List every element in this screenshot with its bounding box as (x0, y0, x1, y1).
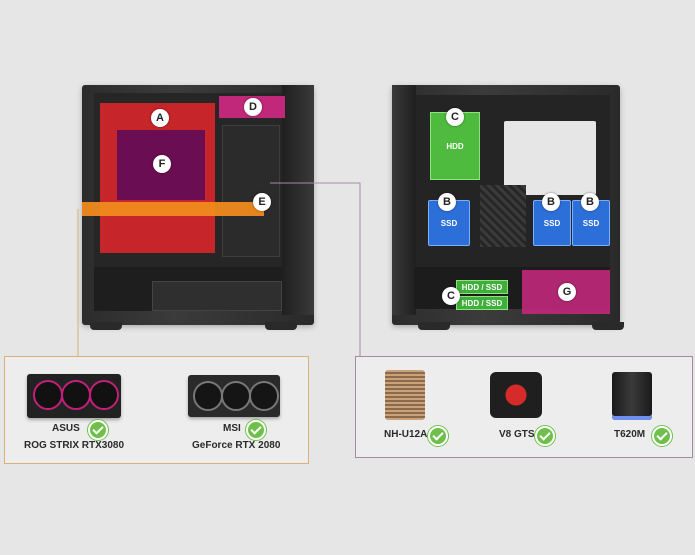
gpu-brand-1: ASUS (52, 423, 80, 434)
zone-b-ssd-text-2: SSD (543, 218, 561, 228)
check-icon (88, 420, 108, 440)
zone-b-marker-1: B (438, 193, 456, 211)
fan-icon (221, 381, 251, 411)
cooler-image-2 (490, 372, 542, 418)
right-case-foot-right (592, 322, 624, 330)
gpu-model-2: GeForce RTX 2080 (192, 440, 281, 451)
gpu-card-image-2 (188, 375, 280, 417)
zone-f-marker: F (153, 155, 171, 173)
left-case-psu (152, 281, 282, 311)
zone-c-bay-1-text: HDD / SSD (461, 282, 503, 292)
fan-icon (249, 381, 279, 411)
cooler-image-3 (612, 372, 652, 420)
cooler-connector-line (270, 182, 361, 356)
fan-icon (33, 380, 63, 410)
check-icon (428, 426, 448, 446)
left-case-front-panel (282, 85, 314, 315)
cooler-image-1 (385, 370, 425, 420)
fan-icon (89, 380, 119, 410)
check-icon (246, 420, 266, 440)
gpu-model-1: ROG STRIX RTX3080 (24, 440, 125, 451)
fan-icon (193, 381, 223, 411)
zone-b-ssd-text-3: SSD (582, 218, 600, 228)
zone-d-marker: D (244, 98, 262, 116)
check-icon (652, 426, 672, 446)
right-case-rear-panel (392, 85, 416, 315)
zone-c-bay-1: HDD / SSD (456, 280, 508, 294)
right-case-cpu-cutout (504, 121, 596, 195)
zone-c-top-marker: C (446, 108, 464, 126)
zone-e-bar (82, 202, 264, 216)
cooler-name-1: NH-U12A (384, 429, 428, 440)
zone-g-marker: G (558, 283, 576, 301)
zone-b-marker-3: B (581, 193, 599, 211)
gpu-card-image-1 (27, 374, 121, 418)
right-case-cable-bundle (480, 185, 526, 247)
right-case-foot-left (418, 322, 450, 330)
zone-b-marker-2: B (542, 193, 560, 211)
zone-a-marker: A (151, 109, 169, 127)
zone-c-hdd-text: HDD (446, 141, 464, 151)
zone-e-marker: E (253, 193, 271, 211)
fan-icon (61, 380, 91, 410)
zone-c-bottom-marker: C (442, 287, 460, 305)
zone-b-ssd-text-1: SSD (440, 218, 458, 228)
cooler-name-2: V8 GTS (499, 429, 535, 440)
cooler-name-3: T620M (614, 429, 646, 440)
left-case-motherboard-tray (222, 125, 280, 257)
gpu-brand-2: MSI (223, 423, 241, 434)
left-case-foot-right (265, 322, 297, 330)
zone-c-bay-2-text: HDD / SSD (461, 298, 503, 308)
check-icon (535, 426, 555, 446)
left-case-foot-left (90, 322, 122, 330)
